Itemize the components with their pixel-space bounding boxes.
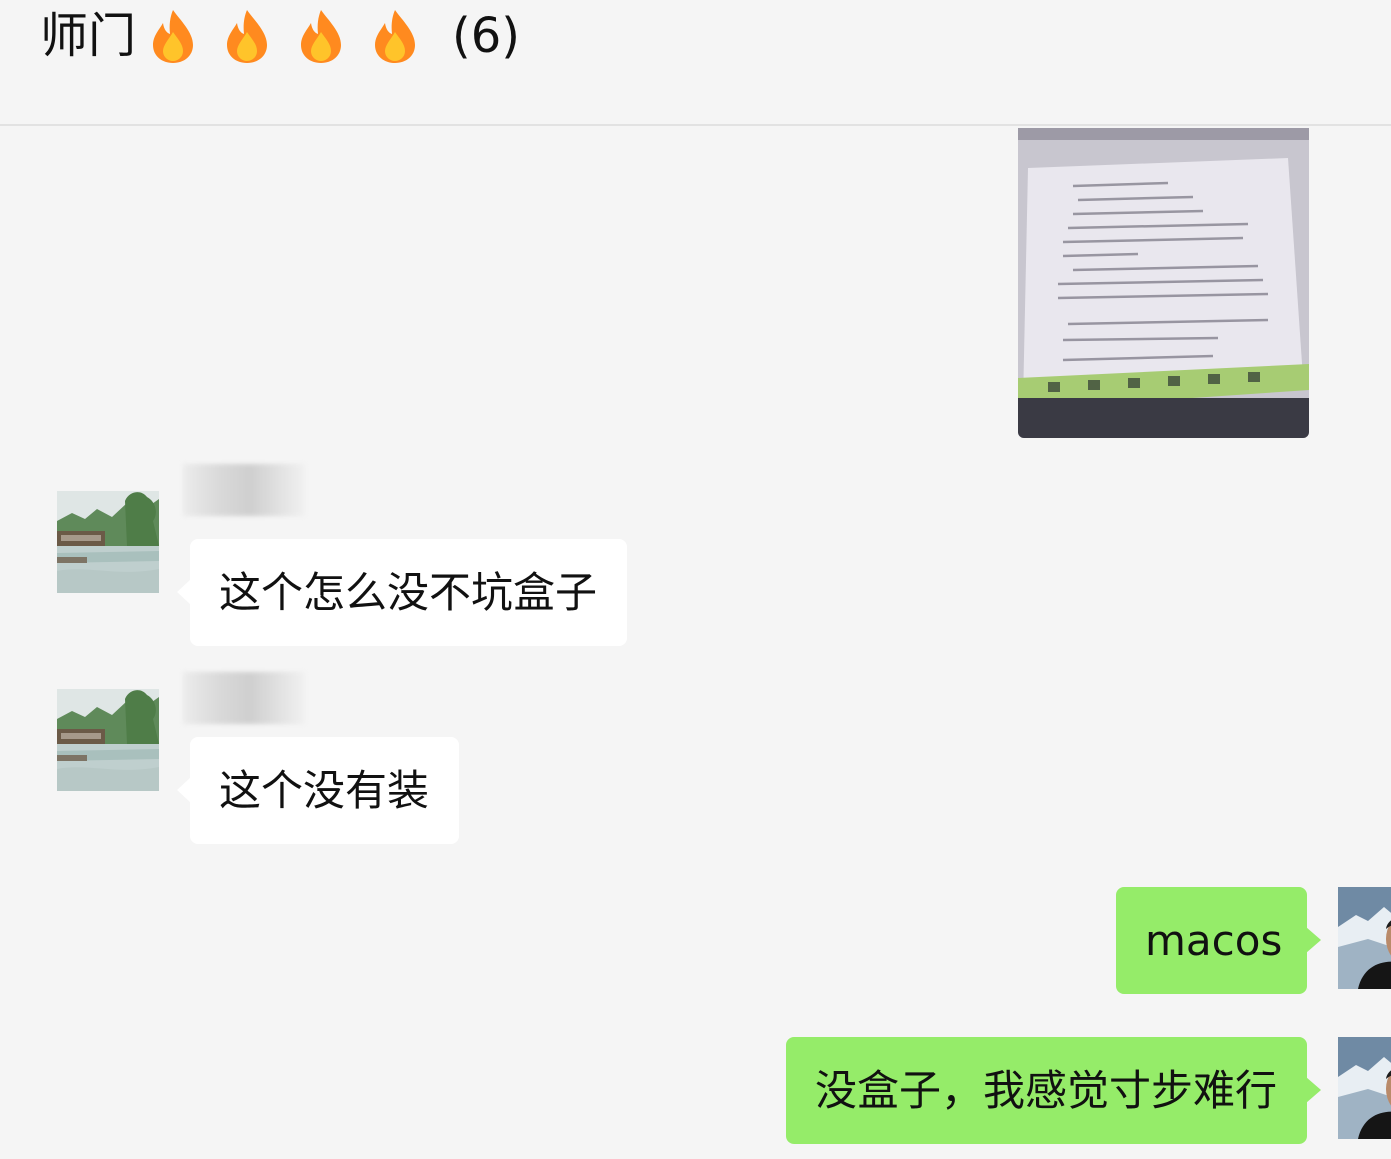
chat-header: 师门 (6) xyxy=(0,0,1391,126)
chat-title[interactable]: 师门 (6) xyxy=(40,6,520,66)
fire-icon xyxy=(298,8,344,64)
message-text: 没盒子，我感觉寸步难行 xyxy=(815,1066,1278,1115)
fire-icon xyxy=(372,8,418,64)
photo-of-laptop-screen xyxy=(1018,128,1309,438)
message-text: macos xyxy=(1145,916,1283,965)
message-list[interactable]: 这个怎么没不坑盒子 这个没有装 macos 没盒子，我感觉寸步难行 xyxy=(0,128,1391,1159)
message-bubble[interactable]: 这个没有装 xyxy=(177,737,459,844)
avatar[interactable] xyxy=(1338,887,1391,989)
group-name: 师门 xyxy=(40,8,137,64)
fire-icon xyxy=(224,8,270,64)
fire-icon xyxy=(150,8,196,64)
message-bubble[interactable]: macos xyxy=(1116,887,1321,994)
avatar[interactable] xyxy=(1338,1037,1391,1139)
image-message[interactable] xyxy=(1018,128,1309,438)
avatar[interactable] xyxy=(57,491,159,593)
avatar[interactable] xyxy=(57,689,159,791)
message-text: 这个怎么没不坑盒子 xyxy=(219,568,598,617)
message-text: 这个没有装 xyxy=(219,766,430,815)
sender-name-blurred xyxy=(183,464,305,516)
message-bubble[interactable]: 没盒子，我感觉寸步难行 xyxy=(786,1037,1321,1144)
sender-name-blurred xyxy=(183,672,305,724)
member-count: (6) xyxy=(452,8,521,64)
message-bubble[interactable]: 这个怎么没不坑盒子 xyxy=(177,539,627,646)
